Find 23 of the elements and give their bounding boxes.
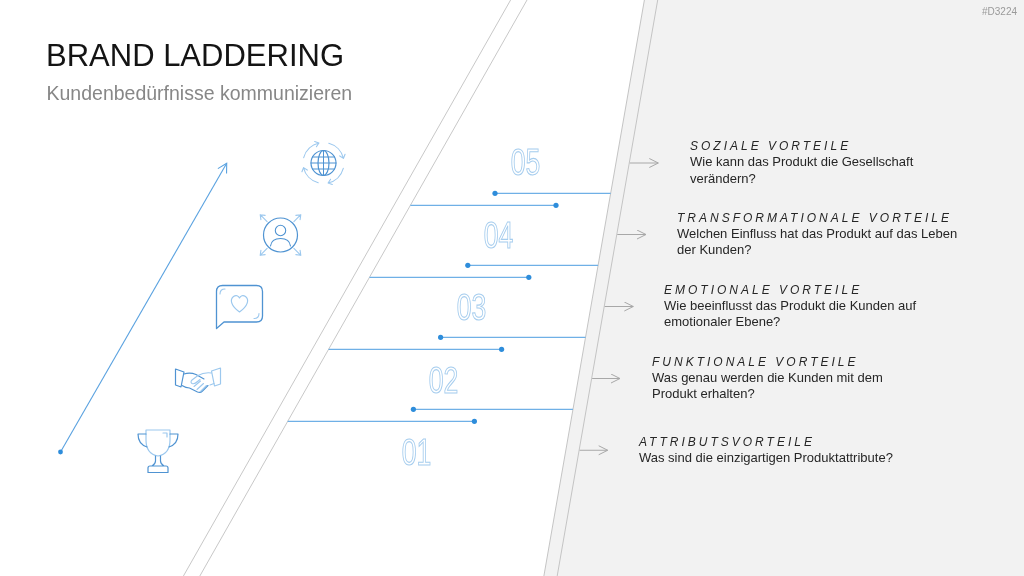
arrow bbox=[579, 445, 609, 456]
step-number: 05 bbox=[510, 149, 541, 178]
title: BRAND LADDERING bbox=[46, 40, 344, 71]
arrow bbox=[629, 158, 659, 168]
arrow bbox=[591, 373, 621, 384]
question-text: Welchen Einfluss hat das Produkt auf das Leben der Kunden? bbox=[677, 225, 959, 259]
question-text: Was genau werden die Kunden mit dem Produkt erhalten? bbox=[652, 369, 884, 403]
arrow bbox=[604, 301, 634, 312]
category-heading: TRANSFORMATIONALE VORTEILE bbox=[677, 210, 952, 226]
subtitle: Kundenbedürfnisse kommunizieren bbox=[46, 83, 353, 103]
category-heading: FUNKTIONALE VORTEILE bbox=[652, 354, 859, 370]
category-heading: ATTRIBUTSVORTEILE bbox=[639, 434, 815, 450]
category-heading: EMOTIONALE VORTEILE bbox=[664, 282, 863, 298]
category-heading: SOZIALE VORTEILE bbox=[690, 139, 852, 154]
step-number: 02 bbox=[429, 366, 459, 395]
step-number: 03 bbox=[456, 293, 486, 322]
step-number: 04 bbox=[483, 222, 514, 250]
reference-code: #D3224 bbox=[982, 7, 1018, 17]
question-text: Was sind die einzigartigen Produktattribute? bbox=[639, 449, 893, 466]
question-text: Wie kann das Produkt die Gesellschaft verändern? bbox=[690, 154, 915, 187]
step-number: 01 bbox=[401, 438, 432, 467]
question-text: Wie beeinflusst das Produkt die Kunden auf emotionaler Ebene? bbox=[664, 297, 918, 331]
arrow bbox=[616, 229, 647, 240]
